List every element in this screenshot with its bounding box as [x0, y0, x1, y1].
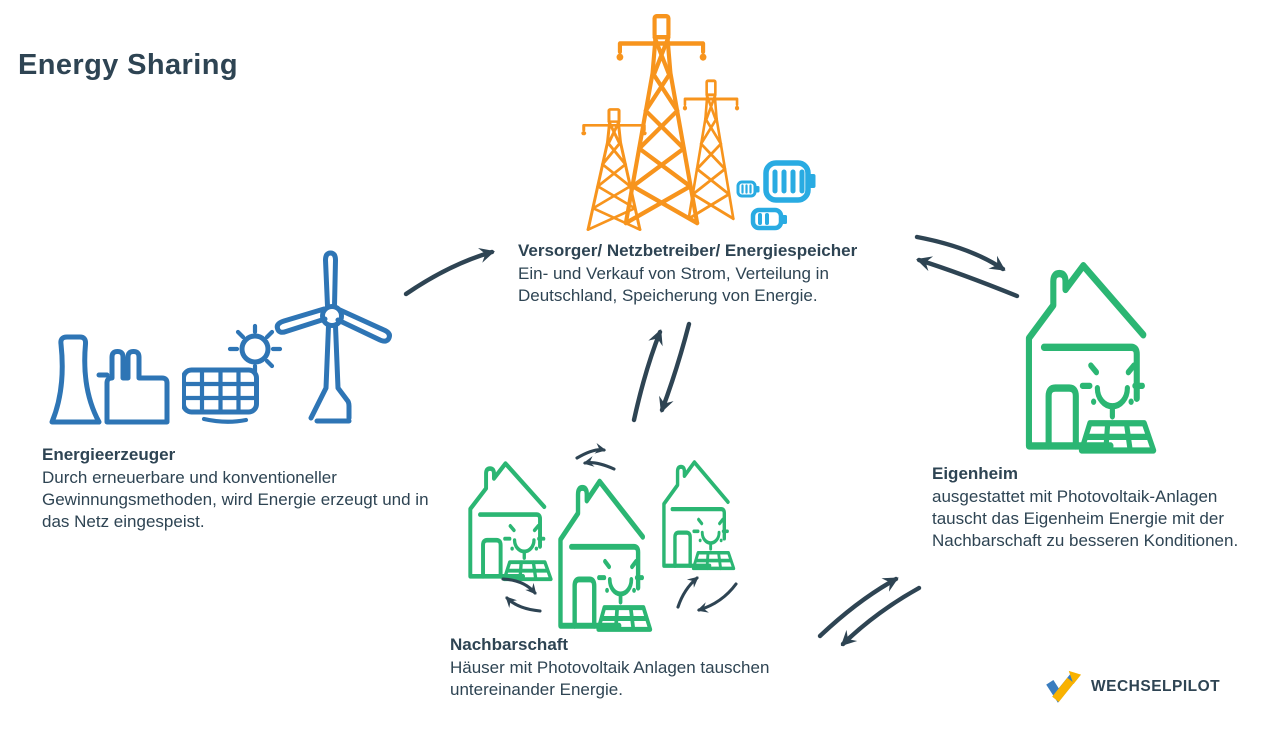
arrow-generator-to-provider [403, 247, 495, 297]
energieerzeuger-description: Durch erneuerbare und konventioneller Ge… [42, 468, 429, 532]
arrow-home-to-neighbourhood [840, 585, 922, 647]
node-nachbarschaft: Nachbarschaft Häuser mit Photovoltaik An… [450, 634, 840, 701]
arrow-home-to-provider [916, 256, 1020, 299]
wechselpilot-check-icon [1046, 670, 1082, 703]
energieerzeuger-heading: Energieerzeuger [42, 445, 176, 464]
wind-turbine-icon [274, 250, 392, 424]
brand-logo: WECHSELPILOT [1046, 670, 1220, 704]
node-energieerzeuger: Energieerzeuger Durch erneuerbare und ko… [42, 444, 452, 534]
house-with-solar-icon [655, 459, 739, 571]
nachbarschaft-description: Häuser mit Photovoltaik Anlagen tauschen… [450, 658, 770, 700]
arrow-house-exchange [505, 596, 542, 613]
eigenheim-heading: Eigenheim [932, 464, 1018, 483]
arrow-house-exchange [676, 576, 699, 609]
house-with-solar-icon [549, 477, 657, 633]
arrow-house-exchange [696, 582, 738, 613]
arrow-neighbourhood-to-provider [631, 329, 663, 423]
arrow-provider-to-neighbourhood [659, 321, 692, 413]
house-with-solar-icon [1013, 260, 1163, 455]
house-with-solar-icon [460, 460, 557, 582]
solar-panel-sun-icon [182, 323, 283, 424]
battery-storage-icon [736, 160, 816, 231]
arrow-neighbourhood-to-home [817, 576, 899, 639]
brand-name: WECHSELPILOT [1091, 678, 1221, 695]
arrow-provider-to-home [914, 234, 1006, 272]
versorger-heading: Versorger/ Netzbetreiber/ Energiespeiche… [518, 241, 858, 260]
arrow-house-exchange [575, 442, 607, 460]
nachbarschaft-heading: Nachbarschaft [450, 635, 569, 654]
node-versorger: Versorger/ Netzbetreiber/ Energiespeiche… [518, 240, 908, 307]
page-title: Energy Sharing [18, 49, 238, 82]
eigenheim-description: ausgestattet mit Photovoltaik-Anlagen ta… [932, 487, 1239, 551]
power-plant-icon [49, 334, 170, 425]
versorger-description: Ein- und Verkauf von Strom, Verteilung i… [518, 264, 829, 306]
arrow-house-exchange [582, 456, 616, 471]
node-eigenheim: Eigenheim ausgestattet mit Photovoltaik-… [932, 463, 1272, 553]
